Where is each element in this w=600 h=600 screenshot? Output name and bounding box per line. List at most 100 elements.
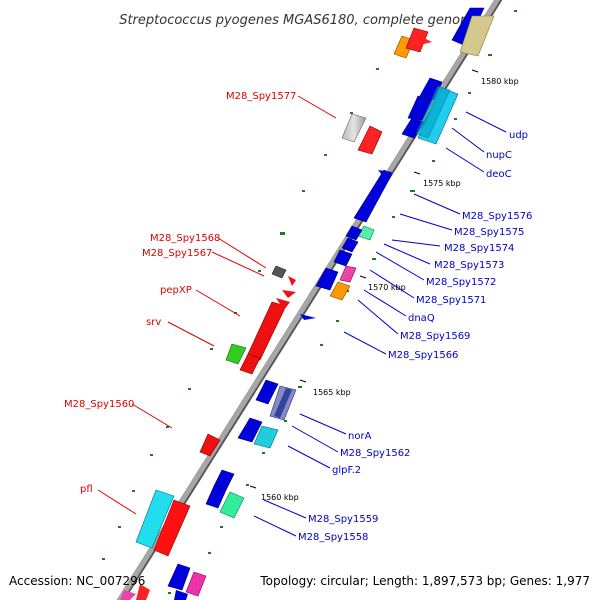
label-M28_Spy1560[interactable]: M28_Spy1560 [64,399,134,410]
tick-mark [298,386,302,388]
ruler-ticks [102,10,517,594]
label-M28_Spy1562[interactable]: M28_Spy1562 [340,448,410,459]
tick-mark [102,558,105,560]
callout-dnaQ [363,289,407,317]
gene-M28_Spy1558[interactable] [219,491,245,519]
gene-deoC[interactable] [415,85,451,139]
label-deoC[interactable]: deoC [486,169,512,180]
callout-nupC [451,127,485,153]
tick-mark [454,118,457,120]
gene-M28_Spy1567-a[interactable] [288,276,296,286]
label-M28_Spy1576[interactable]: M28_Spy1576 [462,211,532,222]
gene-M28_Spy1569[interactable] [300,314,316,320]
callout-glpF.2 [287,445,331,469]
callout-M28_Spy1572 [375,251,425,281]
callout-pepXP [195,289,241,317]
callout-M28_Spy1573 [383,243,431,265]
tick-mark [246,484,249,486]
label-M28_Spy1573[interactable]: M28_Spy1573 [434,260,504,271]
gene-M28_Spy1577[interactable] [357,125,383,155]
callout-norA [299,413,347,435]
tick-mark [350,112,353,114]
callout-deoC [445,147,485,173]
tick-mark [320,344,323,346]
tick-mark [262,452,265,454]
accession-text: Accession: NC_007296 [9,574,146,588]
callout-M28_Spy1574 [391,239,441,247]
label-dnaQ[interactable]: dnaQ [408,313,435,324]
gene-top-right-tan[interactable] [459,15,495,57]
scale-tick [471,69,479,73]
gene-bottom-pink[interactable] [185,571,207,597]
callouts [97,95,507,537]
gene-dnaQ[interactable] [329,281,351,301]
gene-M28_Spy1577-grey[interactable] [341,113,367,143]
label-M28_Spy1572[interactable]: M28_Spy1572 [426,277,496,288]
gene-udp-b[interactable] [407,95,433,121]
gene-M28_Spy1568[interactable] [271,265,287,279]
callout-M28_Spy1567 [211,251,265,277]
label-norA[interactable]: norA [348,431,372,442]
label-udp[interactable]: udp [509,130,528,141]
label-M28_Spy1577[interactable]: M28_Spy1577 [226,91,296,102]
gene-M28_Spy1562[interactable] [237,417,263,443]
label-M28_Spy1568[interactable]: M28_Spy1568 [150,233,220,244]
gene-bottom-left-pink[interactable] [120,590,136,600]
tick-mark [118,526,121,528]
label-M28_Spy1566[interactable]: M28_Spy1566 [388,350,458,361]
gene-M28_Spy1573[interactable] [341,237,359,253]
tick-mark [372,258,376,260]
tick-mark [166,426,169,428]
gene-pfl[interactable] [153,499,191,557]
tick-mark [284,420,287,422]
gene-dnaQ-blue[interactable] [315,267,339,291]
gene-M28_Spy1574[interactable] [345,225,363,241]
gene-M28_Spy1567[interactable] [282,290,296,298]
label-M28_Spy1559[interactable]: M28_Spy1559 [308,514,378,525]
gene-bottom-blue[interactable] [167,563,191,591]
gene-norA-c[interactable] [274,388,292,418]
label-pfl[interactable]: pfl [80,484,93,495]
label-M28_Spy1558[interactable]: M28_Spy1558 [298,532,368,543]
tick-mark [188,388,191,390]
gene-M28_Spy1571[interactable] [339,265,357,283]
label-glpF.2[interactable]: glpF.2 [332,465,361,476]
callout-srv [167,321,215,347]
label-M28_Spy1569[interactable]: M28_Spy1569 [400,331,470,342]
gene-srv-red[interactable] [239,353,261,375]
tick-mark [432,160,435,162]
scale-label-1560: 1560 kbp [261,493,299,502]
gene-glpF.2[interactable] [253,425,279,449]
gene-top-red-b[interactable] [420,36,432,44]
callout-M28_Spy1562 [291,425,339,453]
genes-reverse [167,7,495,600]
gene-srv[interactable] [225,343,247,365]
label-srv[interactable]: srv [146,317,161,328]
gene-bottom-left-red[interactable] [136,584,150,600]
label-pepXP[interactable]: pepXP [160,285,192,296]
label-nupC[interactable]: nupC [486,150,512,161]
gene-udp[interactable] [401,117,425,139]
label-M28_Spy1574[interactable]: M28_Spy1574 [444,243,514,254]
gene-pepXP-head[interactable] [276,298,290,310]
gene-M28_Spy1560[interactable] [199,433,221,457]
callout-M28_Spy1569 [357,299,399,335]
left-labels: M28_Spy1577 M28_Spy1568 M28_Spy1567 pepX… [64,91,296,495]
label-M28_Spy1571[interactable]: M28_Spy1571 [416,295,486,306]
gene-norA[interactable] [255,379,279,405]
label-M28_Spy1575[interactable]: M28_Spy1575 [454,227,524,238]
gene-bottom-edge[interactable] [174,590,188,600]
gene-pfl-cyan[interactable] [135,489,175,549]
callout-M28_Spy1577 [297,95,337,119]
gene-M28_Spy1575-head[interactable] [378,170,392,180]
callout-M28_Spy1566 [343,331,387,355]
scale-marks: 1580 kbp 1575 kbp 1570 kbp 1565 kbp 1560… [249,69,519,502]
gene-top-red-a[interactable] [405,27,429,53]
tick-mark [336,320,339,322]
scale-tick [413,171,421,175]
label-M28_Spy1567[interactable]: M28_Spy1567 [142,248,212,259]
scale-tick [249,485,257,489]
gene-M28_Spy1559[interactable] [205,485,227,509]
callout-M28_Spy1571 [369,269,415,299]
callout-udp [465,111,507,133]
